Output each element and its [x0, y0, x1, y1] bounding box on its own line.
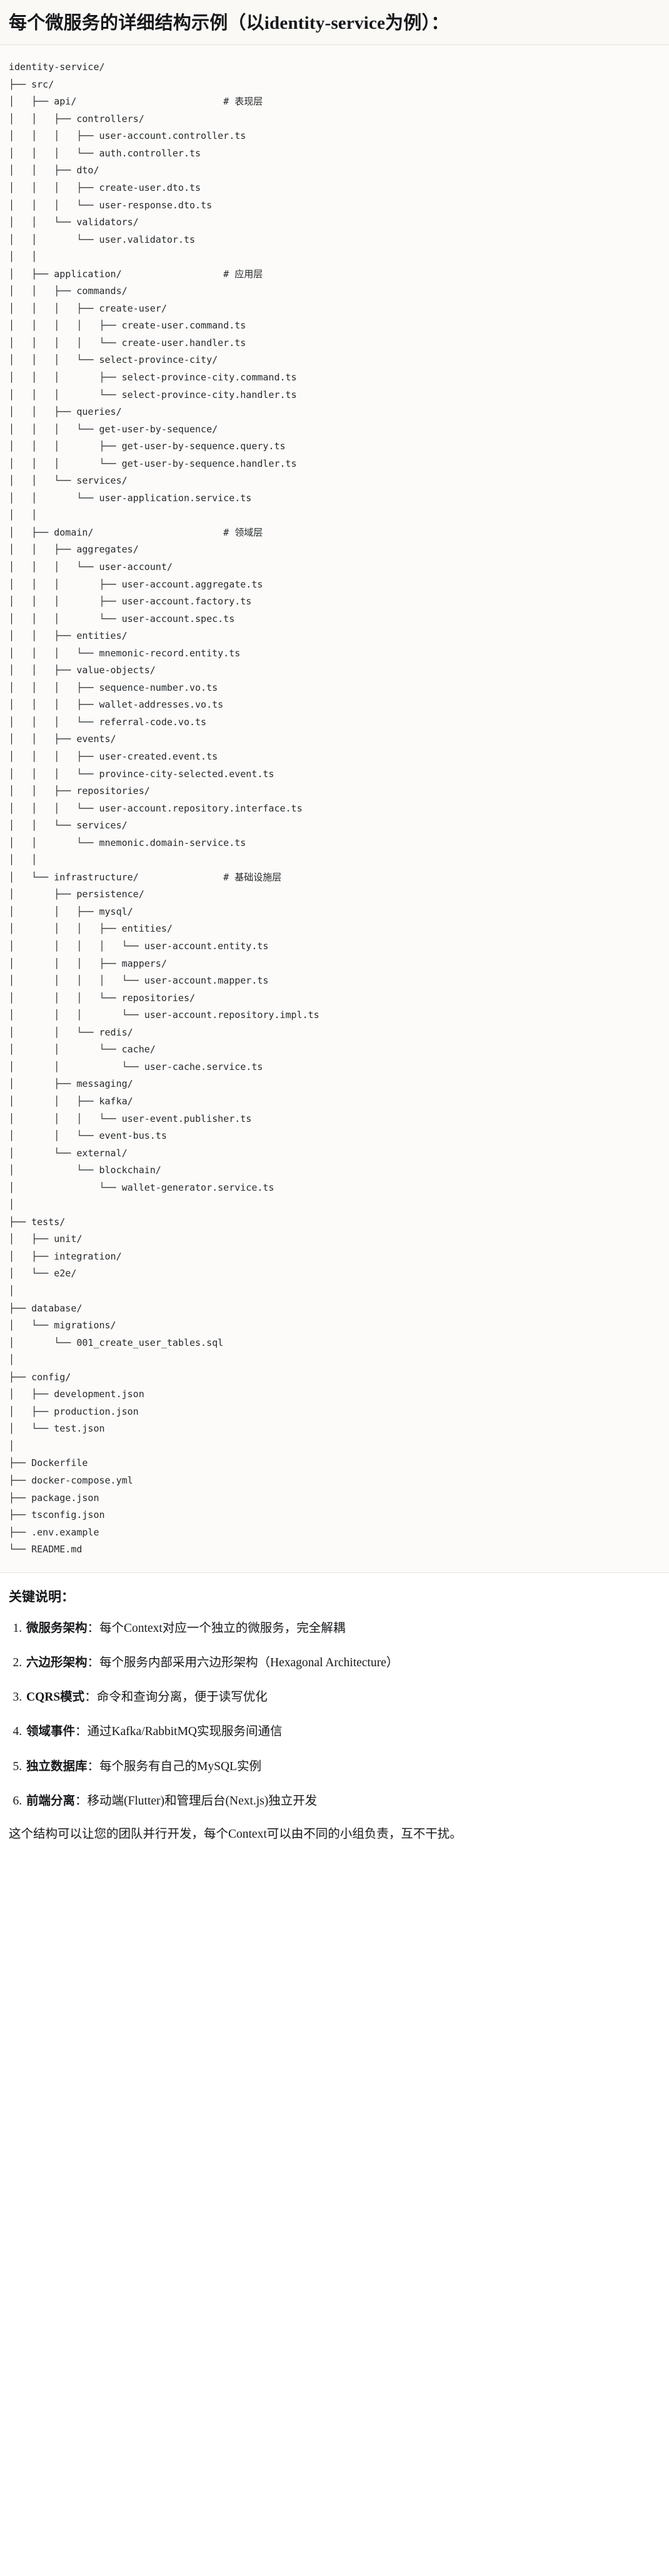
list-item: 微服务架构：每个Context对应一个独立的微服务，完全解耦	[25, 1619, 660, 1637]
list-item: 前端分离：移动端(Flutter)和管理后台(Next.js)独立开发	[25, 1792, 660, 1810]
point-separator: ：	[87, 1621, 100, 1635]
point-term: 独立数据库	[26, 1759, 88, 1773]
point-term: 微服务架构	[26, 1621, 88, 1635]
point-term: 六边形架构	[26, 1656, 88, 1669]
key-points-section: 关键说明： 微服务架构：每个Context对应一个独立的微服务，完全解耦 六边形…	[0, 1572, 669, 1866]
point-term: CQRS模式	[26, 1691, 85, 1704]
list-item: 六边形架构：每个服务内部采用六边形架构（Hexagonal Architectu…	[25, 1654, 660, 1672]
directory-tree: identity-service/ ├── src/ │ ├── api/ # …	[9, 61, 319, 1555]
closing-paragraph: 这个结构可以让您的团队并行开发，每个Context可以由不同的小组负责，互不干扰…	[9, 1828, 462, 1841]
point-description: 通过Kafka/RabbitMQ实现服务间通信	[87, 1725, 283, 1739]
point-separator: ：	[84, 1691, 97, 1704]
point-term: 领域事件	[26, 1725, 76, 1739]
point-description: 每个服务有自己的MySQL实例	[99, 1759, 261, 1773]
point-separator: ：	[87, 1656, 100, 1669]
document-page: 每个微服务的详细结构示例（以identity-service为例）： ident…	[0, 0, 669, 1866]
key-points-title: 关键说明：	[9, 1589, 74, 1604]
page-title: 每个微服务的详细结构示例（以identity-service为例）：	[0, 0, 669, 46]
point-description: 每个服务内部采用六边形架构（Hexagonal Architecture）	[99, 1656, 399, 1669]
point-term: 前端分离	[26, 1794, 76, 1808]
list-item: CQRS模式：命令和查询分离，便于读写优化	[25, 1688, 660, 1706]
point-separator: ：	[75, 1725, 88, 1739]
point-description: 每个Context对应一个独立的微服务，完全解耦	[99, 1621, 346, 1635]
code-block-directory-tree: identity-service/ ├── src/ │ ├── api/ # …	[0, 45, 669, 1573]
point-separator: ：	[87, 1759, 100, 1773]
list-item: 独立数据库：每个服务有自己的MySQL实例	[25, 1758, 660, 1776]
key-points-list: 微服务架构：每个Context对应一个独立的微服务，完全解耦 六边形架构：每个服…	[9, 1619, 660, 1811]
point-description: 命令和查询分离，便于读写优化	[96, 1691, 268, 1704]
point-separator: ：	[75, 1794, 88, 1808]
list-item: 领域事件：通过Kafka/RabbitMQ实现服务间通信	[25, 1723, 660, 1741]
point-description: 移动端(Flutter)和管理后台(Next.js)独立开发	[87, 1794, 318, 1808]
